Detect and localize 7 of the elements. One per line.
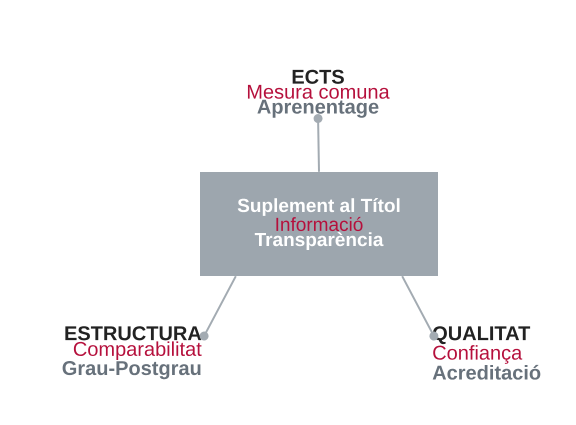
connector xyxy=(314,114,323,172)
center-box: Suplement al Títol Informació Transparència xyxy=(200,172,438,276)
connector xyxy=(200,276,237,341)
connector xyxy=(401,276,438,341)
text-group: ECTS Mesura comuna Aprenentage xyxy=(248,70,390,118)
text-group: ESTRUCTURA Comparabilitat Grau-Postgrau xyxy=(62,326,202,380)
text-group: QUALITAT Confiança Acreditació xyxy=(432,326,540,380)
